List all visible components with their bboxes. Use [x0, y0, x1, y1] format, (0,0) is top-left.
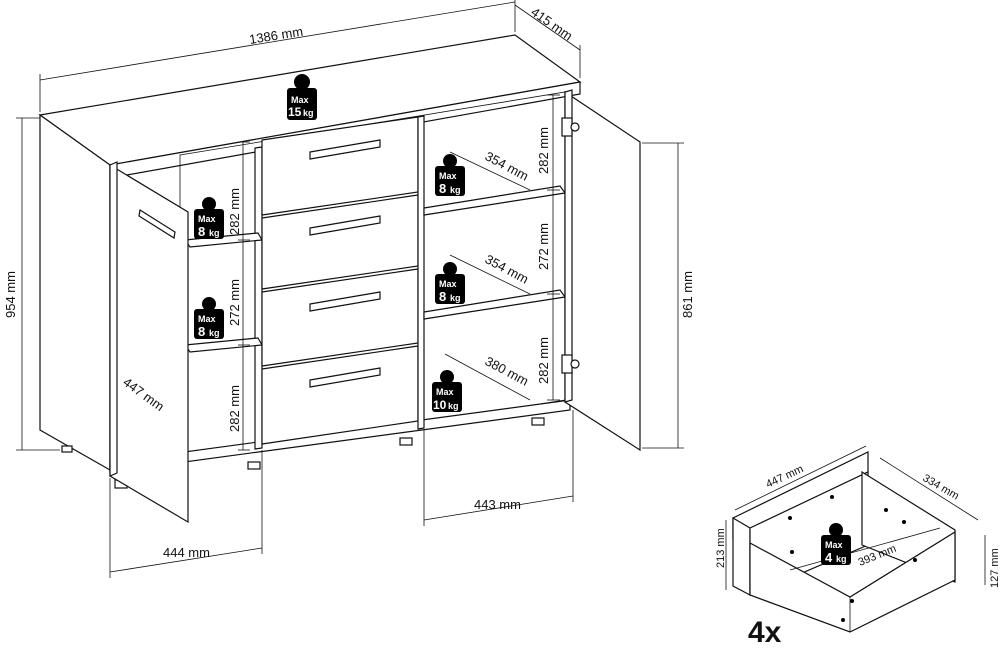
drawer-count-label: 4x	[748, 616, 782, 649]
right-shelf-upper-depth	[449, 151, 531, 191]
left-compartment	[183, 146, 263, 450]
load-right-upper-value: 8	[439, 181, 446, 196]
weight-icon: Max 8 kg	[435, 154, 465, 196]
load-right-bottom-value: 10	[433, 398, 447, 412]
foot-back-left	[61, 445, 73, 453]
dim-left-compartment-top: 282 mm	[227, 188, 242, 235]
load-right-upper-max: Max	[439, 171, 457, 181]
right-door-panel	[564, 90, 641, 452]
right-shelf-middle-depth	[449, 254, 531, 295]
load-drawer-unit: kg	[836, 554, 847, 564]
drawer-stack	[261, 115, 425, 445]
drawer-handle-1[interactable]	[309, 139, 381, 160]
drawer-dim-inner-height: 127 mm	[989, 548, 1000, 588]
load-top-max: Max	[291, 95, 309, 105]
screw-hole	[830, 495, 834, 499]
dim-left-compartment-bottom: 282 mm	[227, 385, 242, 432]
dim-left-shelf-width: 444 mm	[163, 545, 210, 560]
load-left-lower-max: Max	[198, 314, 216, 324]
load-top-value: 15	[288, 105, 302, 119]
screw-hole	[788, 516, 792, 520]
load-right-middle-value: 8	[439, 289, 446, 304]
load-left-lower-unit: kg	[209, 328, 220, 338]
dim-right-shelf-width: 443 mm	[474, 497, 521, 512]
screw-hole	[790, 550, 794, 554]
dim-depth: 415 mm	[528, 4, 575, 43]
drawer-handle-2[interactable]	[309, 215, 381, 236]
right-shelf-bottom-depth	[444, 353, 531, 401]
load-drawer-value: 4	[825, 550, 833, 565]
weight-icon: Max 8 kg	[435, 262, 465, 304]
weight-icon: Max 15 kg	[287, 74, 317, 120]
load-right-middle-unit: kg	[450, 293, 461, 303]
hinge-upper-icon	[561, 117, 580, 137]
load-left-upper-unit: kg	[209, 228, 220, 238]
hinge-lower-icon	[561, 354, 580, 374]
load-left-upper-max: Max	[198, 214, 216, 224]
dim-left-compartment-middle: 272 mm	[227, 279, 242, 326]
dim-right-shelf-depth-middle: 354 mm	[483, 251, 532, 286]
load-right-middle-max: Max	[439, 279, 457, 289]
right-door-edge	[564, 89, 573, 403]
dim-total-width: 1386 mm	[248, 24, 304, 47]
left-divider	[254, 146, 263, 450]
drawer-detail	[725, 445, 986, 633]
dim-total-height: 954 mm	[3, 271, 18, 318]
foot-center-left	[247, 461, 261, 470]
left-shelf-lower	[183, 337, 263, 353]
right-door	[561, 89, 641, 452]
load-right-bottom-unit: kg	[448, 401, 459, 411]
cabinet-left-side	[39, 113, 111, 472]
dim-door-height: 861 mm	[680, 271, 695, 318]
dim-right-shelf-depth-bottom: 380 mm	[483, 353, 532, 388]
left-door-edge	[109, 161, 118, 477]
load-top-unit: kg	[303, 108, 314, 118]
weight-icon: Max 8 kg	[194, 297, 224, 339]
screw-hole	[913, 558, 917, 562]
dim-right-shelf-depth-top: 354 mm	[483, 148, 532, 183]
load-left-upper-value: 8	[198, 224, 205, 239]
left-door	[109, 161, 189, 524]
screw-hole	[884, 508, 888, 512]
left-door-handle[interactable]	[138, 209, 176, 239]
load-right-bottom-max: Max	[436, 387, 454, 397]
dim-right-compartment-bottom: 282 mm	[536, 337, 551, 384]
dim-right-compartment-top: 282 mm	[536, 127, 551, 174]
dimension-lines	[16, 0, 684, 578]
screw-hole	[850, 599, 854, 603]
drawer-handle-3[interactable]	[309, 291, 381, 312]
load-left-lower-value: 8	[198, 324, 205, 339]
drawer-detail-front-face	[732, 516, 751, 596]
load-drawer-max: Max	[825, 540, 843, 550]
screw-hole	[841, 618, 845, 622]
foot-center-right	[399, 437, 413, 446]
drawer-dim-height: 213 mm	[715, 528, 727, 568]
weight-icon: Max 10 kg	[432, 370, 462, 412]
screw-hole	[902, 520, 906, 524]
foot-right	[531, 417, 545, 426]
dim-right-compartment-middle: 272 mm	[536, 223, 551, 270]
load-right-upper-unit: kg	[450, 185, 461, 195]
right-divider	[417, 115, 425, 430]
weight-icon: Max 4 kg	[821, 523, 851, 565]
weight-icon: Max 8 kg	[194, 197, 224, 239]
drawer-handle-4[interactable]	[309, 367, 381, 388]
